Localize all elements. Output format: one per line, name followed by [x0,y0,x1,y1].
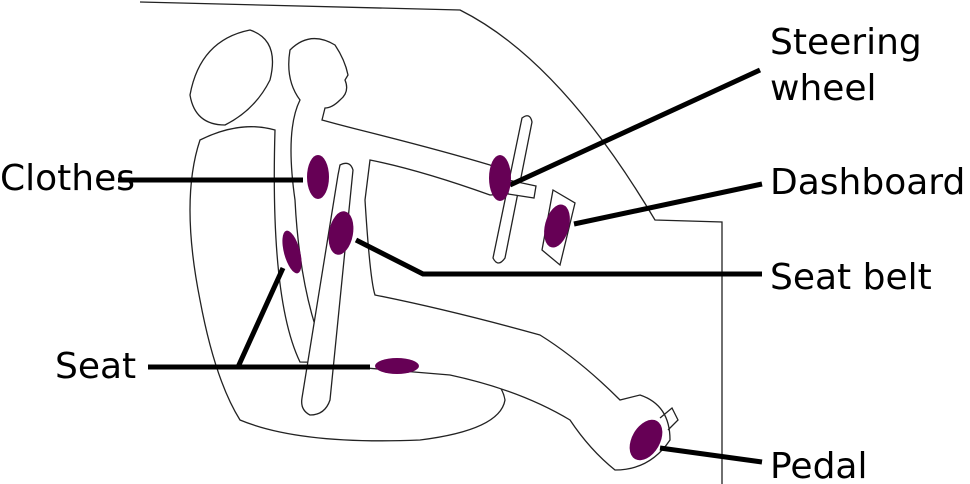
steering-wheel-leader [508,67,762,188]
contact-markers [282,155,663,461]
pedal-marker [629,419,663,461]
car-interior-outline [139,1,723,484]
label-seat-belt: Seat belt [770,257,932,298]
labels: Steering wheel Clothes Dashboard Seat be… [0,22,965,484]
seat-back-marker [282,230,302,274]
pedal-leader [659,445,763,465]
label-steering-wheel-line2: wheel [770,68,877,109]
label-dashboard: Dashboard [770,162,965,203]
dashboard-marker [544,204,570,248]
steering-wheel-marker [489,155,511,201]
seat-belt-leader [354,237,762,277]
label-seat: Seat [55,346,136,387]
leader-lines [118,67,763,465]
seat-belt-marker [328,211,354,255]
clothes-marker [307,155,329,199]
seat-back-leader [235,266,286,369]
label-clothes: Clothes [0,158,135,199]
seat-cushion-marker [375,358,419,374]
seat-outline [189,29,506,442]
label-pedal: Pedal [770,446,868,484]
dashboard-leader [573,181,763,227]
label-steering-wheel-line1: Steering [770,22,922,63]
pedal-outline [659,406,679,431]
